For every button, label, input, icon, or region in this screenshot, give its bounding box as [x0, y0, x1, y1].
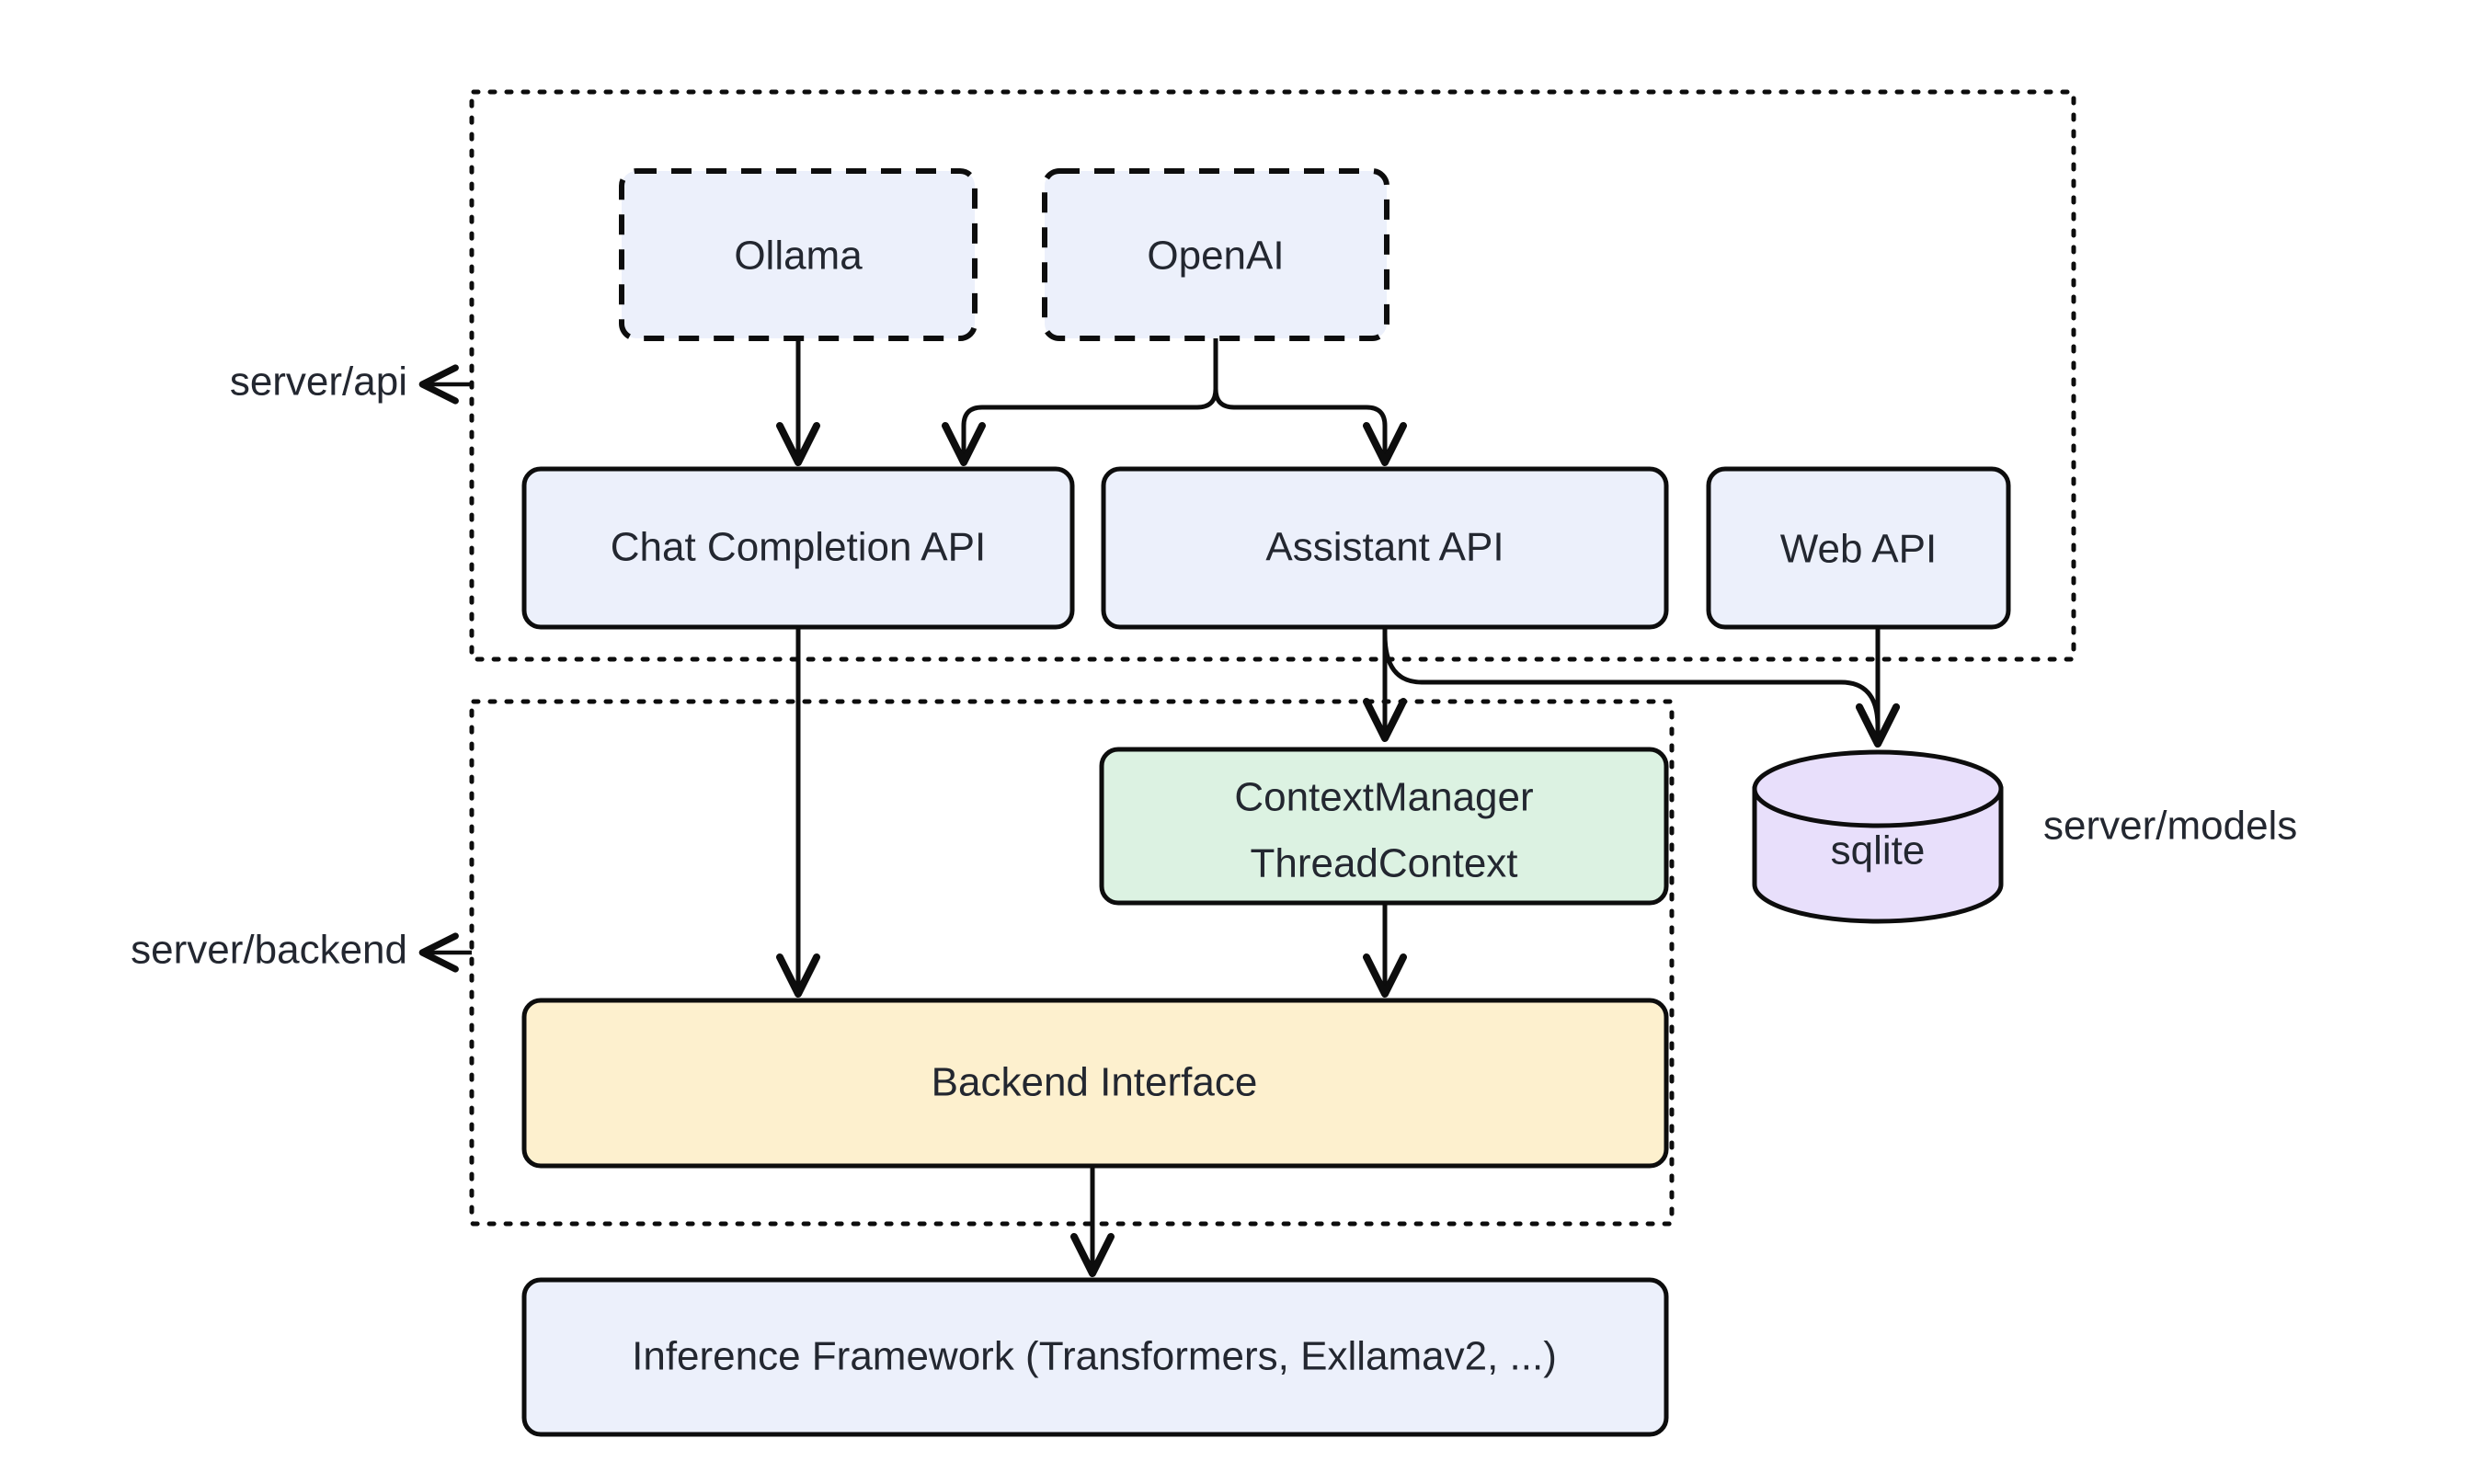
edge-openai-to-chat-completion-api: [942, 338, 1218, 467]
node-contextmanager[interactable]: ContextManager ThreadContext: [1099, 747, 1669, 906]
node-assistant-api-label: Assistant API: [1265, 525, 1504, 570]
node-backend-interface-label: Backend Interface: [932, 1060, 1258, 1105]
node-sqlite[interactable]: sqlite: [1752, 749, 2004, 924]
node-chat-completion-api[interactable]: Chat Completion API: [521, 466, 1075, 630]
node-backend-interface[interactable]: Backend Interface: [521, 998, 1669, 1169]
group-label-server-api: server/api: [230, 360, 407, 405]
node-web-api[interactable]: Web API: [1706, 466, 2011, 630]
node-openai-label: OpenAI: [1147, 234, 1284, 279]
edge-openai-to-assistant-api: [1213, 338, 1407, 467]
node-ollama-label: Ollama: [734, 234, 863, 279]
group-label-server-models: server/models: [2043, 804, 2297, 849]
group-label-server-backend: server/backend: [131, 928, 407, 973]
edge-assistant-api-to-sqlite: [1382, 634, 1900, 748]
node-inference-framework[interactable]: Inference Framework (Transformers, Exlla…: [521, 1277, 1669, 1437]
group-container-server-api: [469, 89, 2076, 662]
node-contextmanager-label-line2: ThreadContext: [1250, 841, 1517, 886]
node-sqlite-label: sqlite: [1831, 828, 1926, 873]
node-inference-framework-label: Inference Framework (Transformers, Exlla…: [632, 1334, 1557, 1379]
node-assistant-api[interactable]: Assistant API: [1101, 466, 1669, 630]
node-chat-completion-api-label: Chat Completion API: [611, 525, 986, 570]
node-ollama[interactable]: Ollama: [619, 168, 978, 341]
node-web-api-label: Web API: [1780, 527, 1937, 572]
group-container-server-backend: [469, 699, 1675, 1227]
node-contextmanager-label-line1: ContextManager: [1234, 775, 1533, 820]
node-openai[interactable]: OpenAI: [1042, 168, 1389, 341]
